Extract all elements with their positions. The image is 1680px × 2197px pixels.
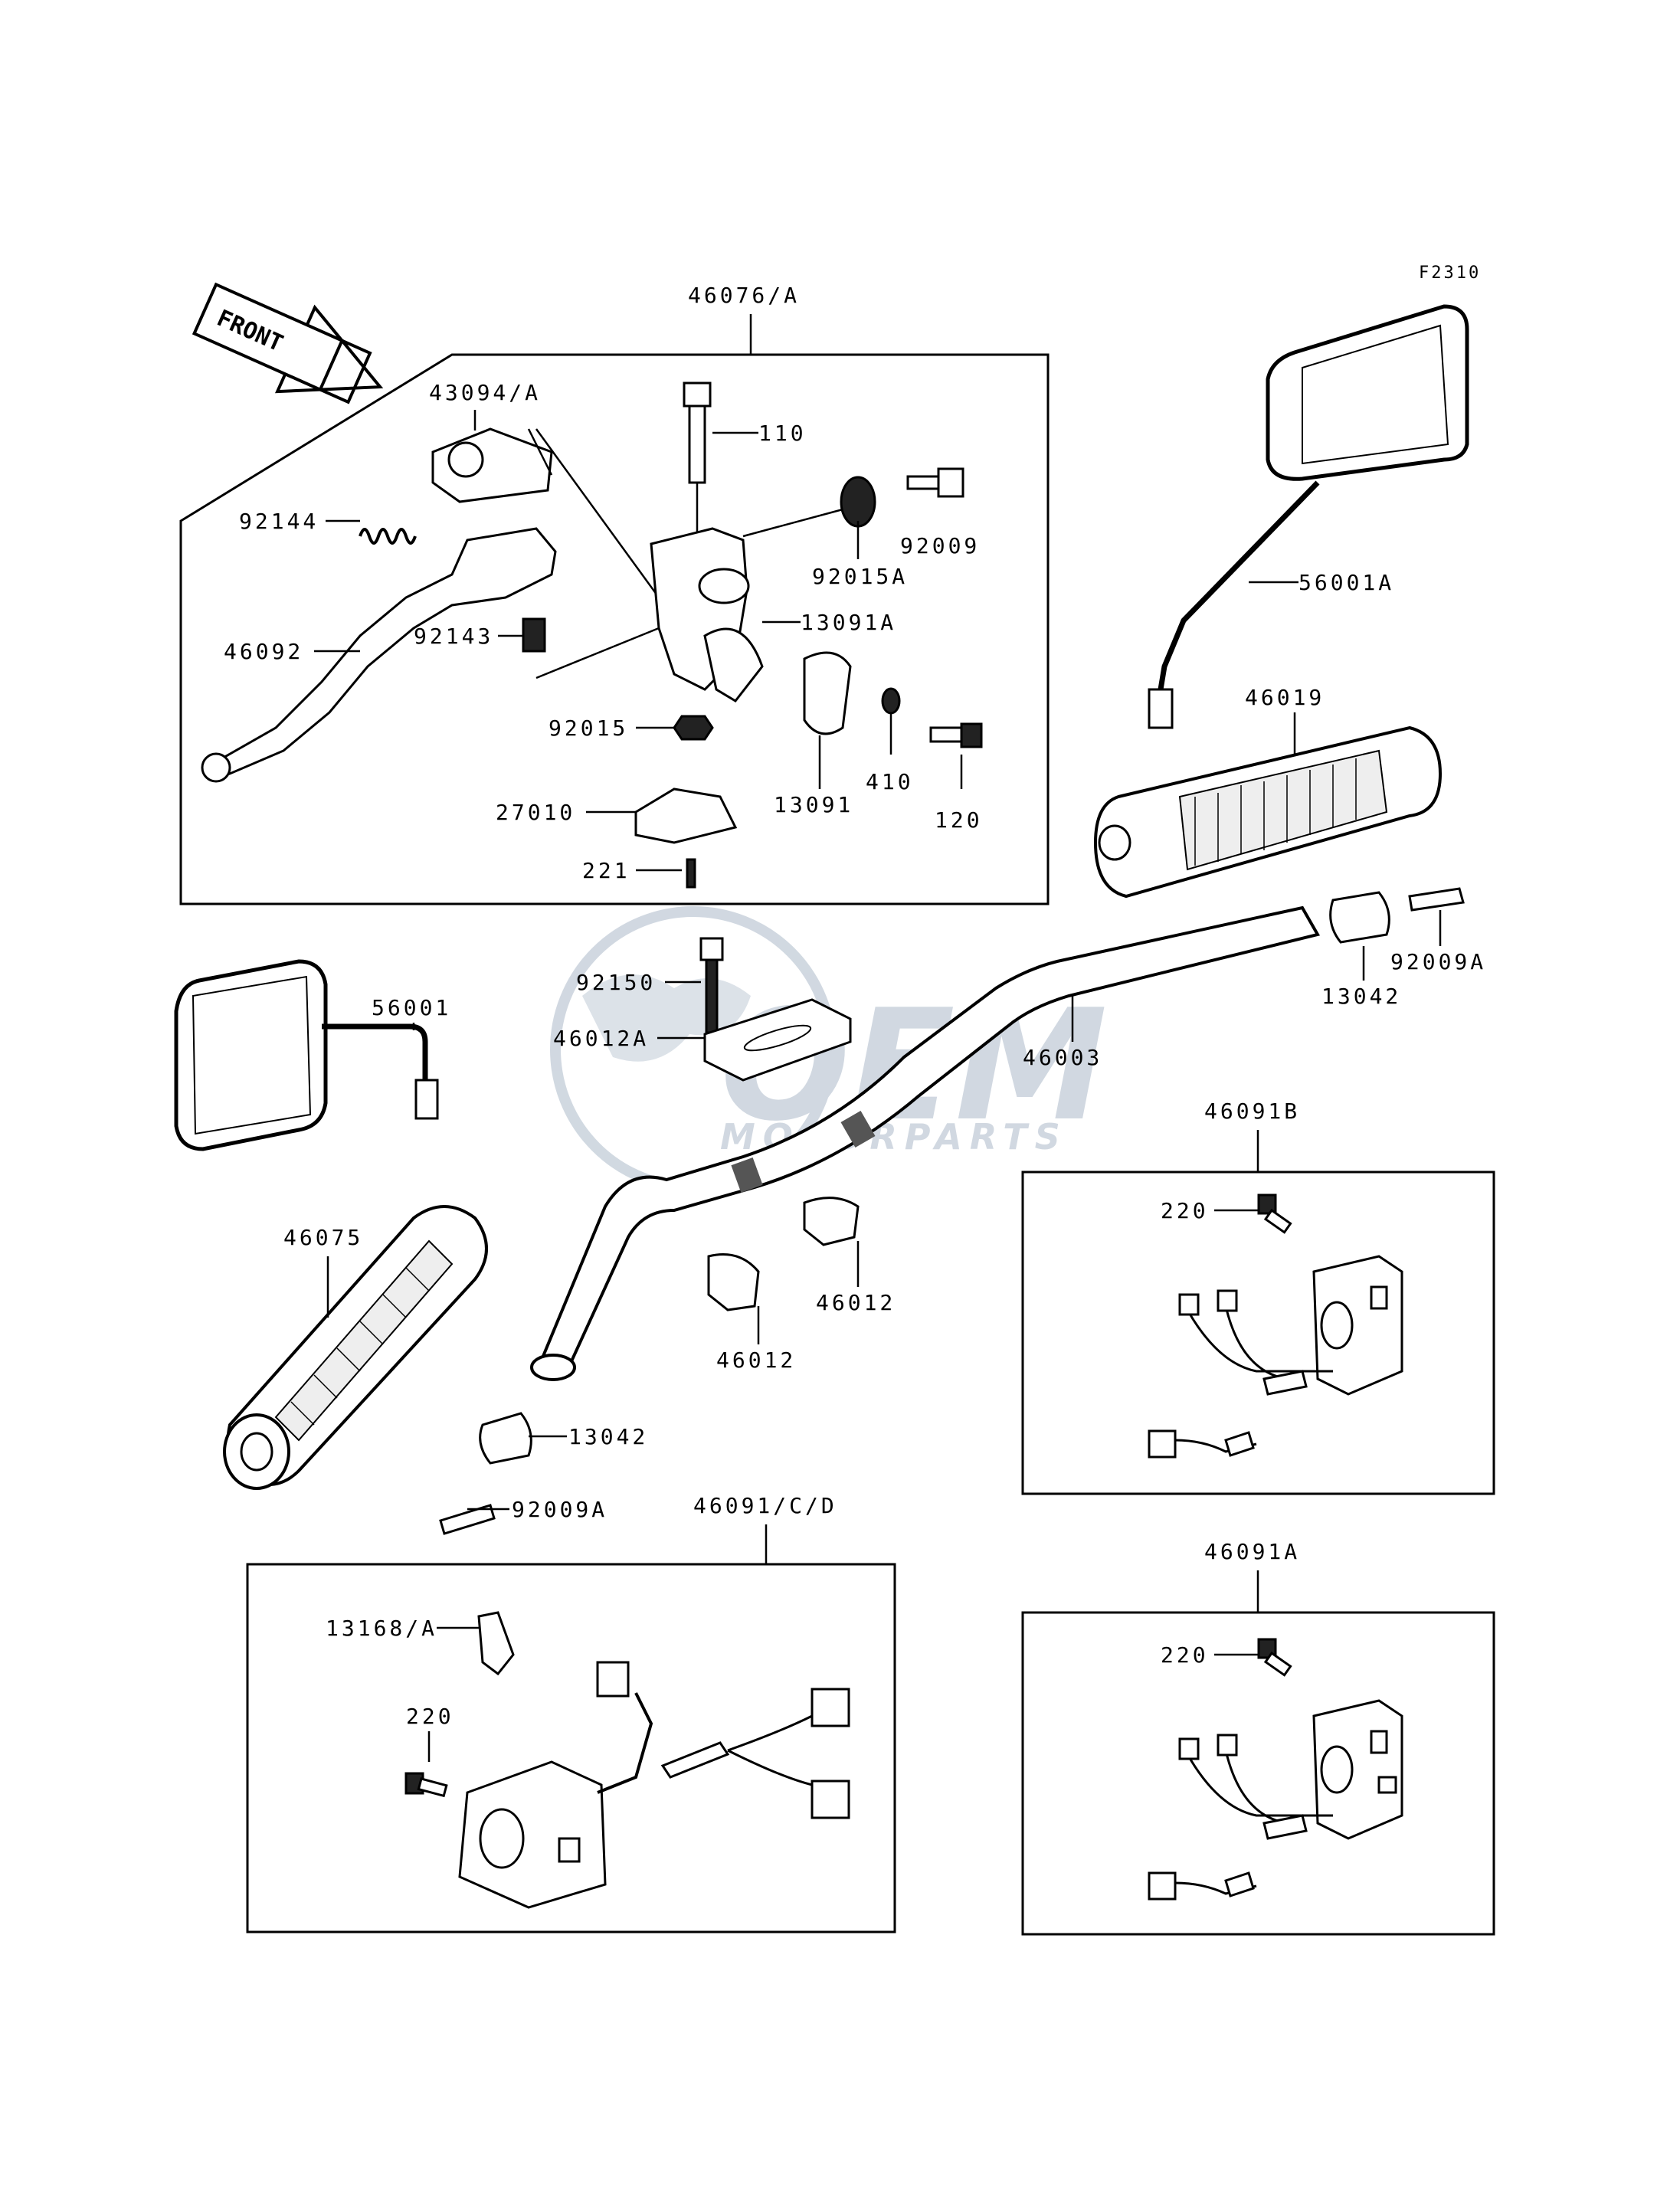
nut-92015	[673, 715, 714, 741]
screw-220-b	[1257, 1193, 1292, 1234]
label-46012-1: 46012	[816, 1290, 896, 1315]
weight-13042-right	[1329, 891, 1390, 944]
washer-410	[881, 687, 901, 715]
label-13091: 13091	[774, 792, 853, 817]
adjuster-92015A	[840, 476, 876, 528]
label-220-cd: 220	[406, 1704, 454, 1729]
label-56001A: 56001A	[1298, 570, 1394, 595]
switch-box-46091A	[1021, 1611, 1495, 1936]
label-46076A: 46076/A	[688, 283, 800, 308]
screw-220-cd	[404, 1772, 448, 1798]
label-13091A: 13091A	[801, 610, 896, 635]
weight-13042-left	[479, 1412, 532, 1465]
label-92015: 92015	[549, 715, 628, 741]
label-92009: 92009	[900, 533, 980, 558]
label-46092: 46092	[224, 639, 303, 664]
front-arrow-icon: FRONT	[192, 282, 384, 404]
mirror-56001A	[1148, 304, 1469, 729]
mirror-56001	[174, 959, 439, 1151]
diagram-code: F2310	[1419, 264, 1481, 283]
label-46003: 46003	[1023, 1045, 1102, 1070]
bolt-92150	[699, 937, 724, 1034]
spring-92144	[359, 528, 417, 545]
switch-housing-46091B	[1148, 1255, 1403, 1459]
label-92009A-left: 92009A	[512, 1497, 607, 1522]
clamp-13091	[803, 651, 852, 735]
grip-46075	[223, 1205, 488, 1490]
bolt-120	[929, 722, 983, 748]
label-56001: 56001	[372, 995, 451, 1020]
label-46012-2: 46012	[716, 1347, 796, 1373]
switch-box-46091CD	[246, 1563, 896, 1933]
label-46019: 46019	[1245, 685, 1325, 710]
label-92143: 92143	[414, 624, 493, 649]
screw-92009A-left	[439, 1504, 496, 1535]
switch-box-46091B	[1021, 1171, 1495, 1495]
label-92144: 92144	[239, 509, 319, 534]
label-220-b: 220	[1161, 1198, 1209, 1223]
screw-92009	[906, 467, 964, 498]
label-13168A: 13168/A	[326, 1616, 437, 1641]
grip-46019	[1093, 725, 1443, 899]
label-46075: 46075	[283, 1225, 363, 1250]
clamp-46012-upper	[803, 1197, 860, 1246]
clip-13168A	[477, 1611, 515, 1676]
label-46012A: 46012A	[553, 1026, 649, 1051]
lever-46092	[221, 527, 557, 775]
label-110: 110	[758, 421, 807, 446]
label-13042-left: 13042	[568, 1424, 648, 1449]
clamp-46012-lower	[707, 1253, 760, 1311]
label-120: 120	[935, 807, 983, 833]
label-27010: 27010	[496, 800, 575, 825]
bolt-110	[683, 381, 712, 552]
switch-housing-46091CD	[458, 1661, 850, 1909]
switch-housing-46091A	[1148, 1699, 1403, 1901]
label-13042-right: 13042	[1321, 984, 1401, 1009]
screw-221	[686, 858, 696, 889]
label-43094A: 43094/A	[429, 380, 541, 405]
label-92015A: 92015A	[812, 564, 908, 589]
label-46091CD: 46091/C/D	[693, 1493, 837, 1518]
label-46091A: 46091A	[1204, 1539, 1300, 1564]
lever-assembly-box	[179, 353, 1050, 905]
switch-27010	[634, 787, 738, 844]
label-92009A-right: 92009A	[1390, 949, 1486, 974]
collar-92143	[522, 617, 546, 653]
label-221: 221	[582, 858, 630, 883]
label-92150: 92150	[576, 970, 656, 995]
label-220-a: 220	[1161, 1642, 1209, 1668]
screw-220-a	[1257, 1638, 1292, 1677]
label-410: 410	[866, 769, 914, 794]
screw-92009A-right	[1408, 887, 1465, 912]
label-46091B: 46091B	[1204, 1098, 1300, 1124]
